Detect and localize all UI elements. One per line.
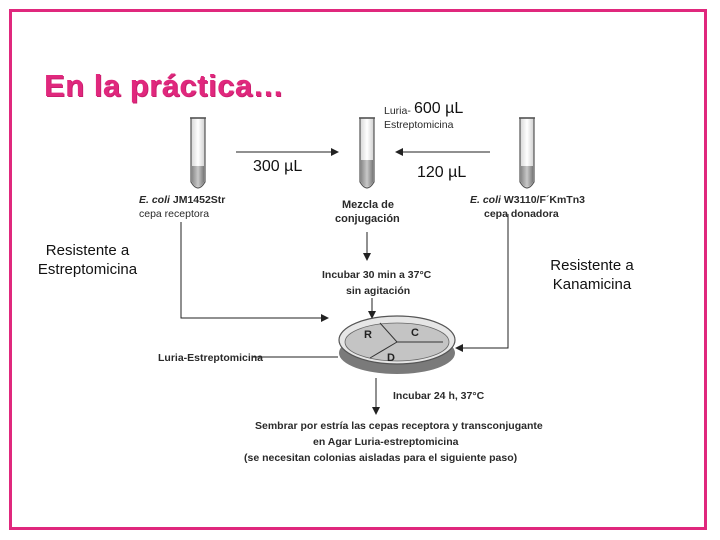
donor-resistance-line2: Kanamicina [552,276,632,293]
receptor-resistance: Resistente a Estreptomicina [20,241,155,279]
mix-tube [359,117,375,189]
incubation-step-1-line2: sin agitación [346,285,411,297]
final-step-line2: en Agar Luria-estreptomicina [313,436,459,448]
final-step-line3: (se necesitan colonias aisladas para el … [244,452,518,464]
final-step-line1: Sembrar por estría las cepas receptora y… [255,420,543,432]
plate-section-c: C [411,327,419,339]
receptor-strain-name: JM1452Str [172,194,226,206]
donor-tube [519,117,535,189]
receptor-volume: 300 µL [253,158,303,175]
mix-label-line1: Mezcla de [342,199,394,211]
slide-border [9,9,707,530]
plate-medium-label: Luria-Estreptomicina [158,352,264,364]
receptor-role: cepa receptora [139,208,210,220]
receptor-resistance-line1: Resistente a [45,242,130,259]
plate-section-d: D [387,352,395,364]
incubation-step-2: Incubar 24 h, 37°C [393,390,485,402]
receptor-strain-label: E. coli JM1452Str [139,194,225,206]
mix-medium-line1: Luria- [384,105,411,117]
slide-title: En la práctica… [44,68,285,103]
donor-resistance: Resistente a Kanamicina [527,256,657,294]
mix-label-line2: conjugación [335,213,400,225]
plate-section-r: R [364,329,372,341]
donor-strain-prefix: E. coli [470,194,501,206]
receptor-tube [190,117,206,189]
mix-volume: 600 µL [414,100,464,117]
mix-medium-line2: Estreptomicina [384,119,454,131]
donor-strain-label: E. coli W3110/F´KmTn3 [470,194,585,206]
incubation-step-1-line1: Incubar 30 min a 37°C [322,269,432,281]
receptor-resistance-line2: Estreptomicina [37,261,138,278]
donor-strain-name: W3110/F´KmTn3 [503,194,585,206]
donor-role: cepa donadora [484,208,559,220]
receptor-strain-prefix: E. coli [139,194,170,206]
arrow-donor-to-plate [455,214,509,352]
donor-volume: 120 µL [417,164,467,181]
donor-resistance-line1: Resistente a [550,257,634,274]
petri-dish [338,315,456,374]
arrow-receptor-to-plate [180,222,329,322]
